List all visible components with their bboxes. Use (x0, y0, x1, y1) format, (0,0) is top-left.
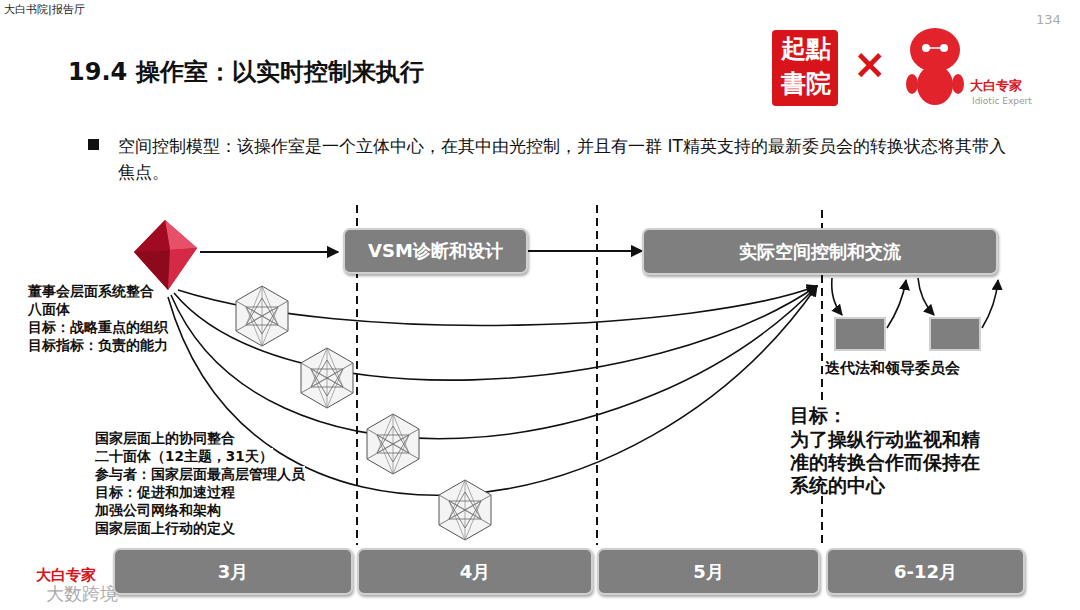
flow-arrow (528, 250, 642, 252)
box-text: VSM诊断和设计 (368, 239, 503, 263)
watermark: 大白书院|报告厅 (4, 3, 85, 16)
box-text: 5月 (693, 560, 724, 584)
gem-arrow (200, 251, 338, 253)
phase-box: 实际空间控制和交流 (642, 228, 998, 275)
iteration-arrow (832, 278, 998, 328)
page-number: 134 (1036, 12, 1061, 28)
month-band: 3月 (113, 548, 353, 595)
slide-title: 19.4 操作室：以实时控制来执行 (68, 58, 424, 87)
logo-cross: × (853, 40, 887, 88)
box-text: 实际空间控制和交流 (739, 240, 901, 264)
iteration-box (835, 318, 980, 350)
box-text: 4月 (460, 560, 491, 584)
logo-text: 大白专家 (970, 78, 1022, 94)
level-note: 目标：促进和加速过程 (95, 484, 235, 500)
icosahedron (236, 286, 491, 540)
level-note: 二十面体（12主题，31天） (95, 448, 273, 464)
level-note: 参与者：国家层面最高层管理人员 (95, 466, 305, 482)
logo-box (772, 30, 838, 106)
octahedron-gem (134, 220, 197, 290)
watermark: 大白专家 (36, 566, 96, 584)
level-note: 八面体 (28, 301, 70, 317)
logo-text: Idiotic Expert (972, 96, 1032, 107)
logo-text: 書院 (781, 69, 831, 99)
level-note: 目标指标：负责的能力 (28, 337, 168, 353)
month-band: 4月 (357, 548, 593, 595)
goal-heading: 目标： (790, 404, 847, 427)
logo-text: 起點 (781, 34, 831, 64)
level-note: 国家层面上的协同整合 (95, 430, 235, 446)
bullet-square (88, 139, 99, 150)
month-band: 5月 (597, 548, 820, 595)
bullet-text: 空间控制模型：该操作室是一个立体中心，在其中由光控制，并且有一群 IT精英支持的… (118, 133, 1008, 186)
goal-text: 为了操纵行动监视和精准的转换合作而保持在系统的中心 (790, 428, 980, 496)
box-text: 6-12月 (894, 560, 957, 584)
level-note: 目标：战略重点的组织 (28, 319, 168, 335)
watermark: 大数跨境 (46, 583, 118, 605)
month-band: 6-12月 (826, 548, 1025, 595)
level-note: 董事会层面系统整合 (28, 283, 154, 299)
level-note: 国家层面上行动的定义 (95, 520, 235, 536)
box-text: 3月 (218, 560, 249, 584)
mascot (906, 28, 964, 105)
phase-box: VSM诊断和设计 (343, 228, 528, 274)
level-note: 加强公司网络和架构 (95, 502, 221, 518)
iteration-label: 迭代法和领导委员会 (825, 359, 960, 377)
